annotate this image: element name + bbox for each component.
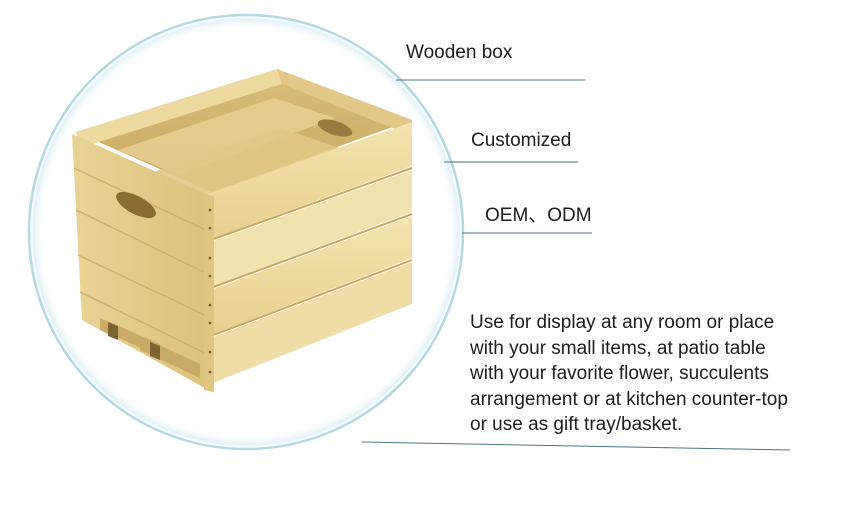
description-line: with your small items, at patio table xyxy=(470,337,766,359)
description-line: arrangement or at kitchen counter-top xyxy=(470,388,788,410)
frame-circle-ring xyxy=(27,13,465,451)
description-line: with your favorite flower, succulents xyxy=(470,363,769,384)
description-line: or use as gift tray/basket. xyxy=(470,414,683,435)
wooden-crate-icon xyxy=(72,69,413,392)
feature-label-customized: Customized xyxy=(471,130,572,151)
description-line: Use for display at any room or place xyxy=(470,312,775,333)
feature-label-oem-odm: OEM、ODM xyxy=(485,205,592,226)
feature-label-wooden-box: Wooden box xyxy=(406,42,513,63)
product-description: Use for display at any room or place wit… xyxy=(470,310,838,438)
leader-line-description xyxy=(361,441,791,451)
